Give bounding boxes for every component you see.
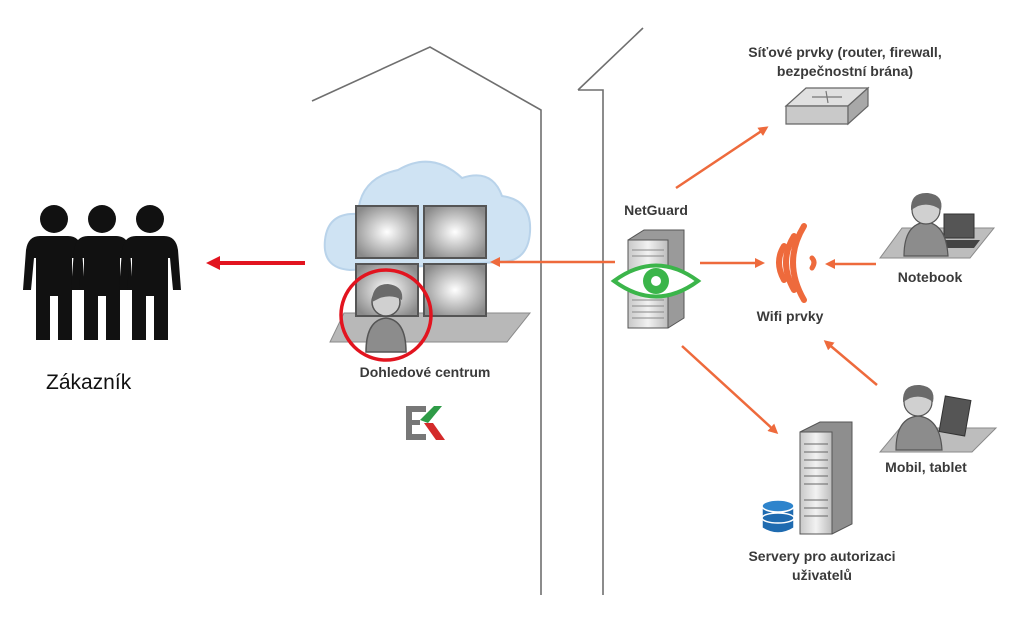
operator-icon: [365, 284, 407, 353]
eye-icon: [610, 263, 702, 299]
mobile-label: Mobil, tablet: [885, 459, 967, 475]
arrow-tablet-to-wifi: [823, 340, 878, 386]
monitoring-center-label: Dohledové centrum: [359, 364, 491, 380]
wifi-label: Wifi prvky: [756, 308, 824, 324]
building-outline-left: [311, 46, 542, 595]
router-icon: [784, 86, 870, 126]
network-elements-label-line2: bezpečnostní brána): [776, 63, 914, 79]
tablet-user-icon: [878, 384, 998, 453]
people-icon: [23, 205, 181, 340]
building-outline-right: [577, 27, 644, 595]
servers-label-line1: Servery pro autorizaci: [748, 548, 896, 564]
arrow-netguard-to-servers: [681, 345, 779, 435]
database-icon: [761, 499, 795, 534]
servers-label-line2: uživatelů: [792, 567, 852, 583]
arrow-netguard-to-network: [675, 126, 769, 190]
notebook-user-icon: [879, 192, 996, 259]
netguard-label: NetGuard: [624, 202, 688, 218]
network-elements-label-line1: Síťové prvky (router, firewall,: [748, 44, 942, 60]
auth-server-icon: [799, 421, 853, 535]
notebook-label: Notebook: [897, 269, 963, 285]
company-logo-icon: [406, 406, 445, 440]
customer-label: Zákazník: [46, 371, 132, 394]
operator-highlight-circle: [339, 268, 433, 362]
wifi-icon: [776, 223, 817, 303]
